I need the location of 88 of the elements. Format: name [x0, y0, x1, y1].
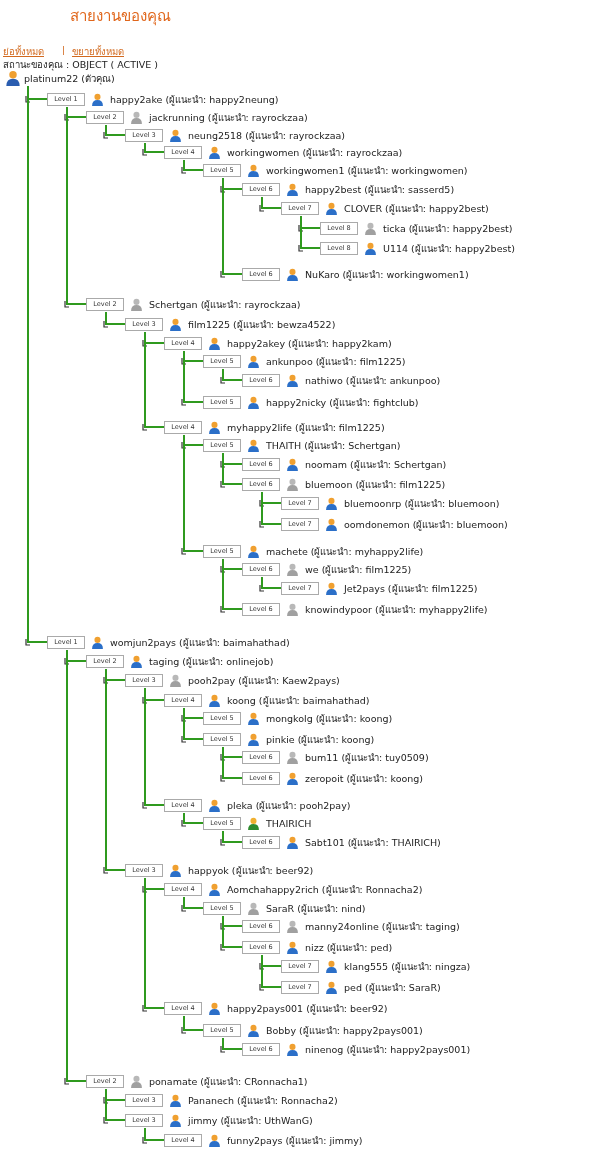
member-name: knowindypoor (ผู้แนะนำ: myhappy2life)	[305, 602, 488, 617]
member-name: workingwomen1 (ผู้แนะนำ: workingwomen)	[266, 163, 468, 178]
tree-line	[66, 106, 87, 305]
tree-line	[222, 368, 243, 381]
member-name: happy2akey (ผู้แนะนำ: happy2kam)	[227, 336, 392, 351]
tree-line	[27, 85, 48, 643]
tree-line	[222, 177, 243, 275]
member-name: ankunpoo (ผู้แนะนำ: film1225)	[266, 354, 406, 369]
member-name: oomdonemon (ผู้แนะนำ: bluemoon)	[344, 517, 508, 532]
tree-line	[261, 491, 282, 525]
member-name: bluemoon (ผู้แนะนำ: film1225)	[305, 477, 446, 492]
member-name: Aomchahappy2rich (ผู้แนะนำ: Ronnacha2)	[227, 882, 423, 897]
member-name: funny2pays (ผู้แนะนำ: jimmy)	[227, 1133, 363, 1148]
tree-line	[183, 1015, 204, 1031]
member-name: bum11 (ผู้แนะนำ: tuy0509)	[305, 750, 429, 765]
tree-line	[183, 350, 204, 403]
member-name: nathiwo (ผู้แนะนำ: ankunpoo)	[305, 373, 441, 388]
tree-line	[222, 830, 243, 843]
tree-line	[144, 1127, 165, 1141]
link-separator: |	[62, 44, 66, 55]
member-name: CLOVER (ผู้แนะนำ: happy2best)	[344, 201, 489, 216]
member-name: film1225 (ผู้แนะนำ: bewza4522)	[188, 317, 336, 332]
member-name: taging (ผู้แนะนำ: onlinejob)	[149, 654, 274, 669]
member-name: we (ผู้แนะนำ: film1225)	[305, 562, 412, 577]
tree-line	[144, 142, 165, 153]
member-name: THAITH (ผู้แนะนำ: Schertgan)	[266, 438, 401, 453]
member-name: platinum22 (ตัวคุณ)	[24, 71, 115, 86]
tree-line	[183, 896, 204, 909]
tree-line	[222, 452, 243, 485]
tree-line	[261, 954, 282, 988]
tree-line	[183, 159, 204, 171]
tree-line	[183, 812, 204, 824]
expand-all-link: ขยายทั้งหมด	[72, 44, 124, 59]
status-text: สถานะของคุณ : OBJECT ( ACTIVE )	[3, 58, 159, 72]
tree-line	[261, 196, 282, 209]
member-name: jimmy (ผู้แนะนำ: UthWanG)	[188, 1113, 313, 1128]
member-name: U114 (ผู้แนะนำ: happy2best)	[383, 241, 515, 256]
collapse-all-link: ย่อทั้งหมด	[3, 44, 44, 59]
member-name: myhappy2life (ผู้แนะนำ: film1225)	[227, 420, 385, 435]
tree-line	[222, 558, 243, 610]
tree-line	[222, 746, 243, 779]
tree-line	[105, 124, 126, 136]
tree-line	[300, 215, 321, 249]
member-name: SaraR (ผู้แนะนำ: nind)	[266, 901, 366, 916]
member-name: ticka (ผู้แนะนำ: happy2best)	[383, 221, 513, 236]
member-name: nizz (ผู้แนะนำ: ped)	[305, 940, 393, 955]
tree-line	[222, 915, 243, 948]
member-name: pinkie (ผู้แนะนำ: koong)	[266, 732, 375, 747]
member-name: zeropoit (ผู้แนะนำ: koong)	[305, 771, 424, 786]
member-name: mongkolg (ผู้แนะนำ: koong)	[266, 711, 393, 726]
member-name: ped (ผู้แนะนำ: SaraR)	[344, 980, 441, 995]
member-name: Schertgan (ผู้แนะนำ: rayrockzaa)	[149, 297, 301, 312]
member-name: jackrunning (ผู้แนะนำ: rayrockzaa)	[149, 110, 308, 125]
tree-line	[183, 707, 204, 740]
tree-line	[144, 877, 165, 1009]
member-name: koong (ผู้แนะนำ: baimahathad)	[227, 693, 370, 708]
member-name: manny24online (ผู้แนะนำ: taging)	[305, 919, 460, 934]
member-name: NuKaro (ผู้แนะนำ: workingwomen1)	[305, 267, 469, 282]
member-name: pooh2pay (ผู้แนะนำ: Kaew2pays)	[188, 673, 340, 688]
member-name: machete (ผู้แนะนำ: myhappy2life)	[266, 544, 424, 559]
member-name: womjun2pays (ผู้แนะนำ: baimahathad)	[110, 635, 290, 650]
member-name: happy2pays001 (ผู้แนะนำ: beer92)	[227, 1001, 388, 1016]
member-name: noomam (ผู้แนะนำ: Schertgan)	[305, 457, 447, 472]
member-name: Bobby (ผู้แนะนำ: happy2pays001)	[266, 1023, 423, 1038]
member-name: THAIRICH	[266, 817, 312, 829]
member-name: neung2518 (ผู้แนะนำ: rayrockzaa)	[188, 128, 345, 143]
member-name: bluemoonrp (ผู้แนะนำ: bluemoon)	[344, 496, 500, 511]
tree-line	[183, 434, 204, 552]
member-name: happyok (ผู้แนะนำ: beer92)	[188, 863, 314, 878]
tree-line	[144, 687, 165, 806]
tree-line	[105, 668, 126, 871]
member-name: Pananech (ผู้แนะนำ: Ronnacha2)	[188, 1093, 338, 1108]
member-name: ponamate (ผู้แนะนำ: CRonnacha1)	[149, 1074, 308, 1089]
member-name: klang555 (ผู้แนะนำ: ningza)	[344, 959, 471, 974]
tree-line	[105, 311, 126, 325]
member-name: ninenog (ผู้แนะนำ: happy2pays001)	[305, 1042, 471, 1057]
tree-line	[222, 1037, 243, 1050]
member-name: pleka (ผู้แนะนำ: pooh2pay)	[227, 798, 351, 813]
tree-line	[261, 576, 282, 589]
member-name: happy2ake (ผู้แนะนำ: happy2neung)	[110, 92, 279, 107]
member-name: happy2nicky (ผู้แนะนำ: fightclub)	[266, 395, 419, 410]
tree-line	[105, 1088, 126, 1121]
page-title: สายงานของคุณ	[70, 6, 171, 28]
member-name: workingwomen (ผู้แนะนำ: rayrockzaa)	[227, 145, 403, 160]
tree-line	[144, 331, 165, 428]
member-name: Jet2pays (ผู้แนะนำ: film1225)	[344, 581, 478, 596]
member-name: Sabt101 (ผู้แนะนำ: THAIRICH)	[305, 835, 441, 850]
member-name: happy2best (ผู้แนะนำ: sasserd5)	[305, 182, 455, 197]
